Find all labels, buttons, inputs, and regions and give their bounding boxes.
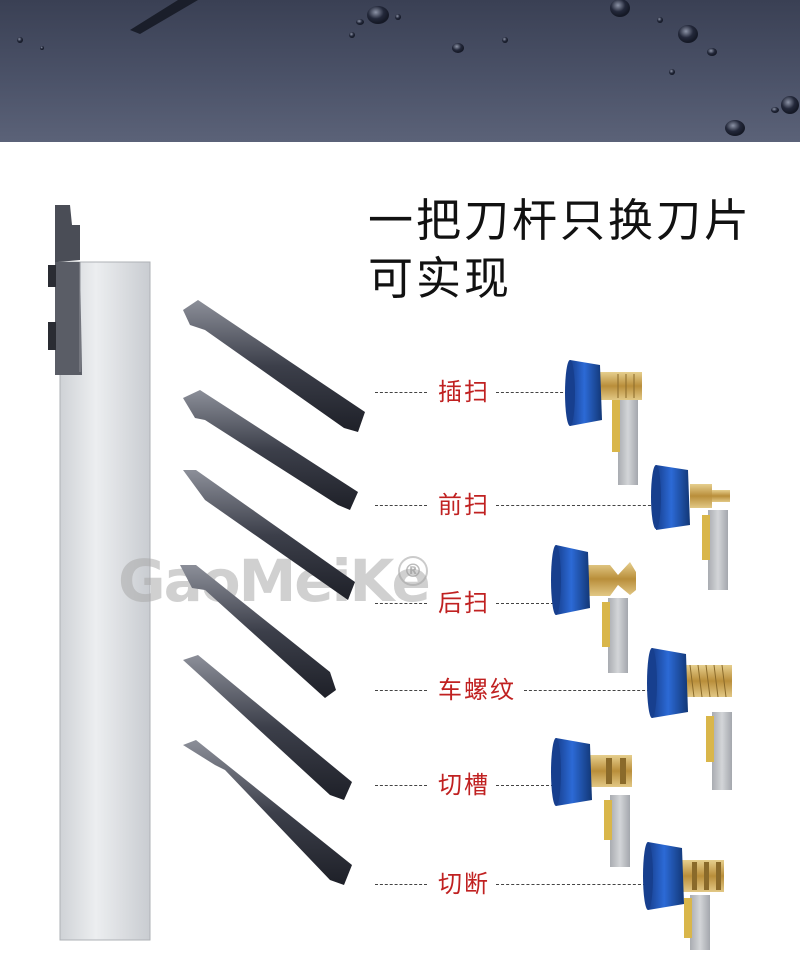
operation-label-5: 切槽 <box>438 771 490 799</box>
insert-blade-2 <box>183 390 358 510</box>
operation-label-1: 插扫 <box>438 378 490 406</box>
headline-line-1: 一把刀杆只换刀片 <box>368 194 753 247</box>
hero-banner <box>0 0 800 142</box>
machining-figure-2 <box>651 465 730 590</box>
leader-line-1b <box>496 392 568 393</box>
machining-figure-3 <box>551 545 636 673</box>
leader-line-2b <box>496 505 656 506</box>
leader-line-5b <box>496 785 554 786</box>
leader-line-3b <box>496 603 554 604</box>
brand-watermark: GaoMeiKe <box>118 547 431 615</box>
machining-figure-5 <box>551 738 632 867</box>
leader-line-5a <box>375 785 427 786</box>
operation-label-3: 后扫 <box>438 589 490 617</box>
machining-figure-1 <box>565 360 642 485</box>
headline: 一把刀杆只换刀片 可实现 <box>368 192 788 308</box>
machining-figure-4 <box>647 648 732 790</box>
insert-blade-3 <box>183 470 355 600</box>
insert-blade-6 <box>183 740 352 885</box>
insert-blade-5 <box>183 655 352 800</box>
insert-blade-4 <box>180 565 336 698</box>
machining-figure-6 <box>643 842 724 950</box>
leader-line-2a <box>375 505 427 506</box>
operation-label-6: 切断 <box>438 870 490 898</box>
water-droplets-graphic <box>17 0 799 136</box>
leader-line-6b <box>496 884 646 885</box>
leader-line-1a <box>375 392 427 393</box>
headline-line-2: 可实现 <box>368 252 513 305</box>
leader-line-3a <box>375 603 427 604</box>
registered-mark: ® <box>398 556 428 586</box>
insert-blade-1 <box>183 300 365 432</box>
operation-label-4: 车螺纹 <box>438 676 516 704</box>
leader-line-4a <box>375 690 427 691</box>
leader-line-4b <box>524 690 650 691</box>
operation-label-2: 前扫 <box>438 491 490 519</box>
leader-line-6a <box>375 884 427 885</box>
